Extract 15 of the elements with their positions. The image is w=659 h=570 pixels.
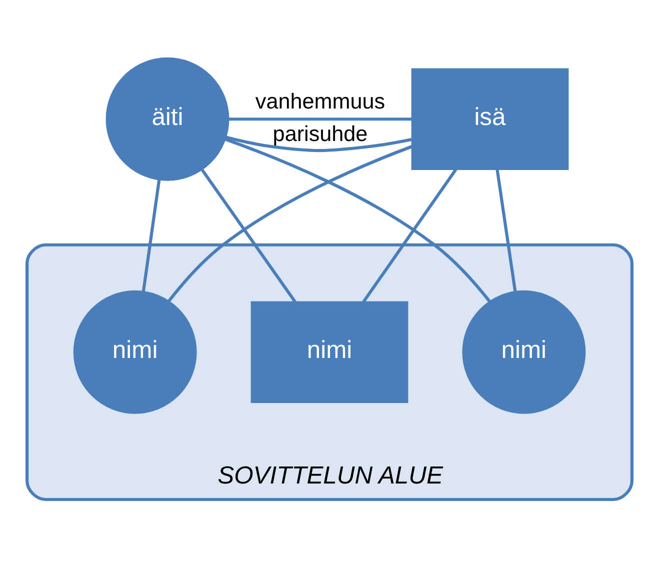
connector xyxy=(224,138,491,302)
connector xyxy=(142,180,161,292)
connector xyxy=(362,168,458,303)
connector xyxy=(200,169,296,303)
edge-label: vanhemmuus xyxy=(255,88,386,114)
connector xyxy=(228,118,412,121)
connector xyxy=(168,145,412,302)
node-circle: äiti xyxy=(106,57,230,181)
edge-label: parisuhde xyxy=(272,121,368,146)
connector xyxy=(226,136,412,152)
connector xyxy=(496,169,517,292)
node-circle: nimi xyxy=(462,290,586,414)
node-box: isä xyxy=(411,68,569,170)
node-box: nimi xyxy=(250,301,408,404)
node-circle: nimi xyxy=(73,290,197,414)
